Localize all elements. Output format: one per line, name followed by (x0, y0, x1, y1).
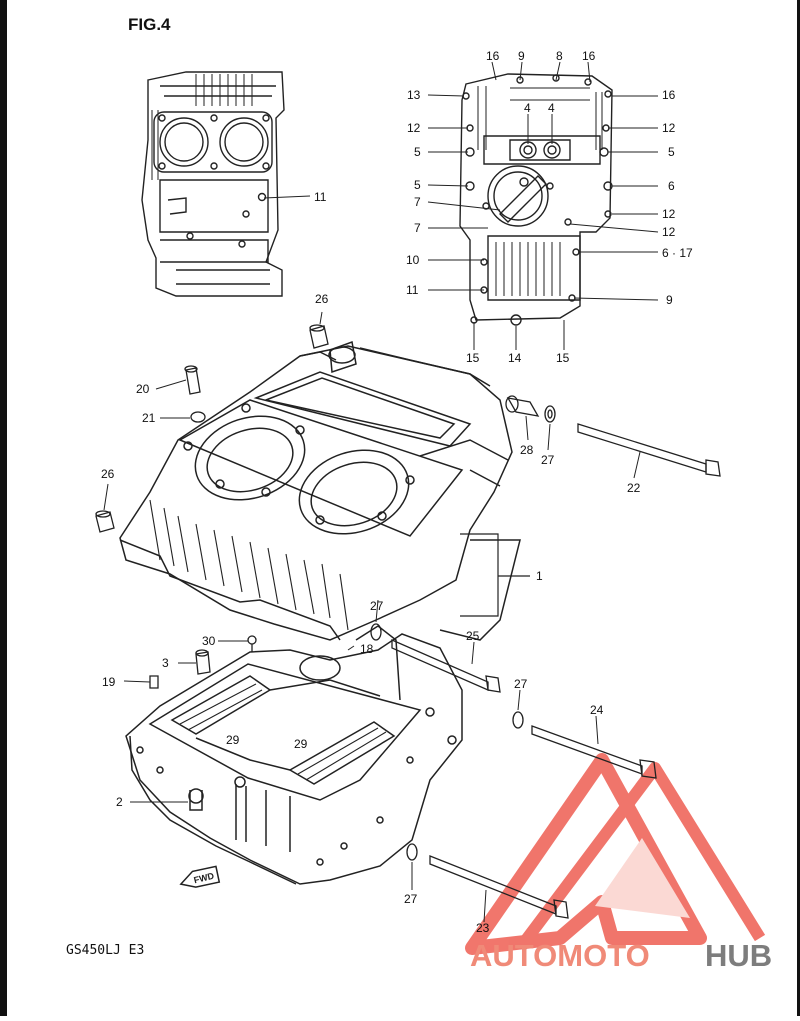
callout: 7 (414, 195, 421, 209)
callout: 6 · 17 (662, 246, 693, 260)
callout: 5 (414, 145, 421, 159)
callout: 25 (466, 629, 480, 643)
callout: 5 (668, 145, 675, 159)
washer-27-mid (370, 623, 382, 641)
bolt-25 (391, 639, 501, 693)
callout: 29 (294, 737, 308, 751)
watermark-brand-b: HUB (705, 938, 772, 973)
o-ring-21 (190, 411, 206, 423)
callout: 24 (590, 703, 604, 717)
lower-case-bottom-view (459, 73, 613, 326)
callout: 21 (142, 411, 156, 425)
callout: 15 (466, 351, 480, 365)
callout: 27 (370, 599, 384, 613)
callout: 14 (508, 351, 522, 365)
callout: 27 (404, 892, 418, 906)
fwd-arrow (179, 865, 221, 888)
watermark-text: AUTOMOTO HUB (470, 938, 772, 973)
callout: 10 (406, 253, 420, 267)
callout: 12 (662, 207, 676, 221)
callout: 13 (407, 88, 421, 102)
callout: 9 (518, 49, 525, 63)
callout: 11 (406, 283, 419, 297)
callout: 7 (414, 221, 421, 235)
callout: 12 (662, 121, 676, 135)
callout: 29 (226, 733, 240, 747)
callout: 16 (486, 49, 500, 63)
callout: 23 (476, 921, 490, 935)
bolt-24 (531, 725, 657, 779)
callout: 26 (315, 292, 329, 306)
callout: 26 (101, 467, 115, 481)
watermark-logo (465, 753, 766, 955)
callout: 20 (136, 382, 150, 396)
bolt-19 (149, 675, 159, 689)
bolt-23 (429, 855, 569, 919)
washer-27-bottom (406, 843, 418, 861)
figure-title: FIG.4 (128, 15, 171, 34)
cap-26-left (95, 510, 115, 533)
callout: 5 (414, 178, 421, 192)
scan-edge-right (797, 0, 800, 1016)
callout: 11 (314, 190, 327, 204)
bracket-1 (460, 533, 530, 617)
callout: 8 (556, 49, 563, 63)
callout: 18 (360, 642, 374, 656)
upper-crankcase (119, 340, 521, 641)
callout: 27 (541, 453, 555, 467)
bolt-22 (577, 423, 721, 477)
callout: 22 (627, 481, 641, 495)
bush-28 (505, 395, 540, 417)
cap-26-upper (309, 324, 329, 349)
scan-edge-left (0, 0, 7, 1016)
dowel-pin-20 (184, 365, 201, 395)
lower-crankcase (125, 625, 463, 885)
callout: 3 (162, 656, 169, 670)
callout: 28 (520, 443, 534, 457)
callout: 1 (536, 569, 543, 583)
washer-27-top (544, 405, 556, 423)
callout: 16 (662, 88, 676, 102)
callout-labels: 16 9 8 16 13 16 12 12 5 5 4 4 5 6 7 12 7… (101, 49, 693, 935)
callout: 4 (524, 101, 531, 115)
callout: 27 (514, 677, 528, 691)
watermark-brand-a: AUTOMOTO (470, 938, 650, 973)
leader-lines (103, 61, 659, 923)
washer-27-right (512, 711, 524, 729)
callout: 15 (556, 351, 570, 365)
upper-case-top-view (141, 71, 285, 297)
callout: 6 (668, 179, 675, 193)
callout: 12 (407, 121, 421, 135)
callout: 4 (548, 101, 555, 115)
callout: 12 (662, 225, 676, 239)
callout: 19 (102, 675, 116, 689)
model-code: GS450LJ E3 (66, 943, 144, 958)
callout: 16 (582, 49, 596, 63)
bolt-30 (247, 635, 257, 652)
callout: 30 (202, 634, 216, 648)
dowel-3 (195, 649, 211, 675)
callout: 2 (116, 795, 123, 809)
callout: 9 (666, 293, 673, 307)
fwd-label: FWD (193, 871, 216, 886)
